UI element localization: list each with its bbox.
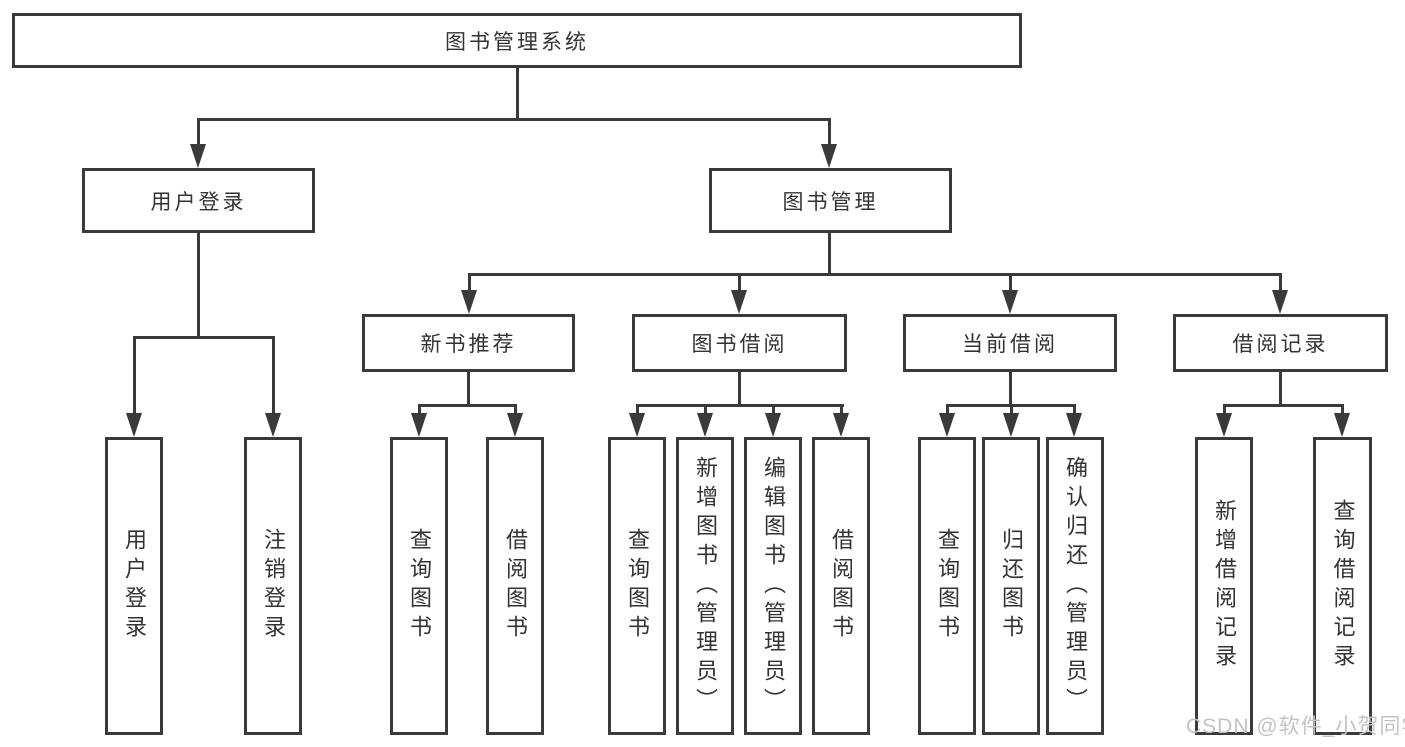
connector — [514, 404, 517, 420]
connector — [1279, 372, 1282, 406]
connector — [133, 336, 136, 418]
node-borrow-records: 借阅记录 — [1173, 314, 1388, 372]
leaf-newbooks-query: 查询图书 — [390, 437, 448, 735]
node-library-system: 图书管理系统 — [12, 13, 1022, 68]
node-user-login: 用户登录 — [82, 168, 315, 233]
connector — [840, 404, 843, 420]
arrow-down-icon — [833, 413, 849, 437]
leaf-newbooks-borrow: 借阅图书 — [486, 437, 544, 735]
leaf-borrow-add-admin: 新增图书（管理员） — [676, 437, 734, 735]
connector — [636, 404, 844, 407]
arrow-down-icon — [507, 413, 523, 437]
connector — [1009, 372, 1012, 404]
arrow-down-icon — [821, 144, 837, 168]
leaf-records-query: 查询借阅记录 — [1313, 437, 1372, 735]
connector — [197, 233, 200, 336]
connector — [468, 273, 1282, 276]
connector — [1073, 404, 1076, 420]
connector — [1010, 404, 1013, 420]
arrow-down-icon — [265, 413, 281, 437]
connector — [828, 233, 831, 273]
arrow-down-icon — [1334, 413, 1350, 437]
connector — [133, 336, 274, 339]
csdn-watermark: CSDN @软件_小贺同学 — [1186, 715, 1405, 738]
leaf-borrow-query: 查询图书 — [608, 437, 666, 735]
arrow-down-icon — [697, 413, 713, 437]
connector — [197, 118, 200, 150]
leaf-current-return: 归还图书 — [982, 437, 1040, 735]
connector — [272, 336, 275, 418]
connector — [828, 118, 831, 150]
leaf-logout: 注销登录 — [244, 437, 302, 735]
connector — [467, 372, 470, 404]
connector — [1223, 404, 1226, 420]
arrow-down-icon — [190, 144, 206, 168]
connector — [197, 118, 831, 121]
connector — [1009, 273, 1012, 295]
connector — [1341, 404, 1344, 420]
connector — [1279, 273, 1282, 295]
connector — [1223, 404, 1344, 407]
node-current-borrow: 当前借阅 — [903, 314, 1117, 372]
connector — [738, 372, 741, 404]
connector — [772, 404, 775, 420]
arrow-down-icon — [1272, 290, 1288, 314]
arrow-down-icon — [731, 290, 747, 314]
connector — [516, 67, 519, 119]
arrow-down-icon — [126, 413, 142, 437]
arrow-down-icon — [765, 413, 781, 437]
leaf-borrow-book: 借阅图书 — [812, 437, 870, 735]
leaf-records-add: 新增借阅记录 — [1195, 437, 1253, 735]
arrow-down-icon — [939, 413, 955, 437]
connector — [418, 404, 421, 420]
arrow-down-icon — [1066, 413, 1082, 437]
arrow-down-icon — [1003, 413, 1019, 437]
leaf-borrow-edit-admin: 编辑图书（管理员） — [744, 437, 802, 735]
leaf-user-login: 用户登录 — [105, 437, 163, 735]
connector — [946, 404, 949, 420]
connector — [418, 404, 516, 407]
node-book-management: 图书管理 — [709, 168, 952, 233]
arrow-down-icon — [629, 413, 645, 437]
node-book-borrow: 图书借阅 — [632, 314, 847, 372]
node-new-book-recommend: 新书推荐 — [362, 314, 575, 372]
leaf-current-confirm-admin: 确认归还（管理员） — [1046, 437, 1104, 735]
arrow-down-icon — [411, 413, 427, 437]
connector — [704, 404, 707, 420]
arrow-down-icon — [1216, 413, 1232, 437]
arrow-down-icon — [461, 290, 477, 314]
arrow-down-icon — [1002, 290, 1018, 314]
leaf-current-query: 查询图书 — [918, 437, 976, 735]
connector — [468, 273, 471, 295]
connector — [636, 404, 639, 420]
connector — [738, 273, 741, 295]
